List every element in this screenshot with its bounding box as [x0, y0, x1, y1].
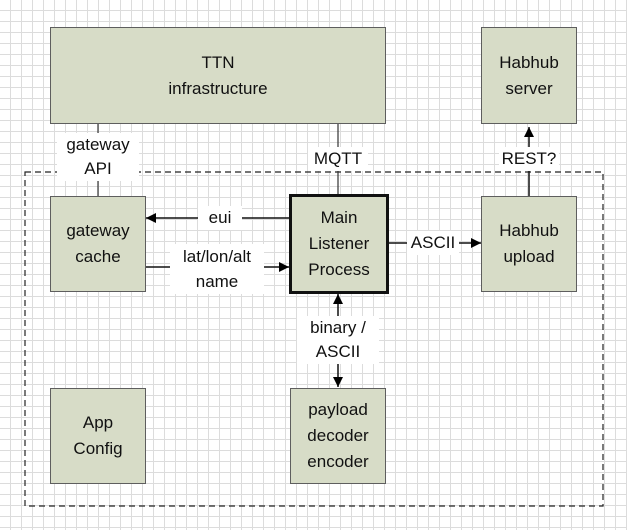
main-listener-process-label: Main Listener Process — [308, 208, 370, 279]
gateway-cache-label: gateway cache — [66, 221, 130, 266]
payload-codec-box: payload decoder encoder — [290, 388, 386, 484]
lat-lon-alt-label: lat/lon/alt name — [170, 244, 264, 294]
mqtt-label: MQTT — [308, 147, 368, 171]
habhub-server-label: Habhub server — [499, 52, 559, 98]
ascii-label: ASCII — [407, 231, 459, 255]
system-boundary — [24, 171, 604, 507]
rest-label: REST? — [499, 147, 559, 171]
habhub-upload-box: Habhub upload — [481, 196, 577, 292]
habhub-upload-label: Habhub upload — [499, 221, 559, 266]
habhub-server-box: Habhub server — [481, 27, 577, 124]
payload-codec-label: payload decoder encoder — [307, 400, 369, 471]
binary-ascii-label: binary / ASCII — [297, 316, 379, 364]
eui-label: eui — [198, 206, 242, 230]
main-listener-process-box: Main Listener Process — [289, 194, 389, 294]
gateway-cache-box: gateway cache — [50, 196, 146, 292]
ttn-infrastructure-label: TTN infrastructure — [168, 52, 268, 98]
gateway-api-label: gateway API — [57, 133, 139, 181]
app-config-box: App Config — [50, 388, 146, 484]
ttn-infrastructure-box: TTN infrastructure — [50, 27, 386, 124]
app-config-label: App Config — [73, 413, 123, 458]
